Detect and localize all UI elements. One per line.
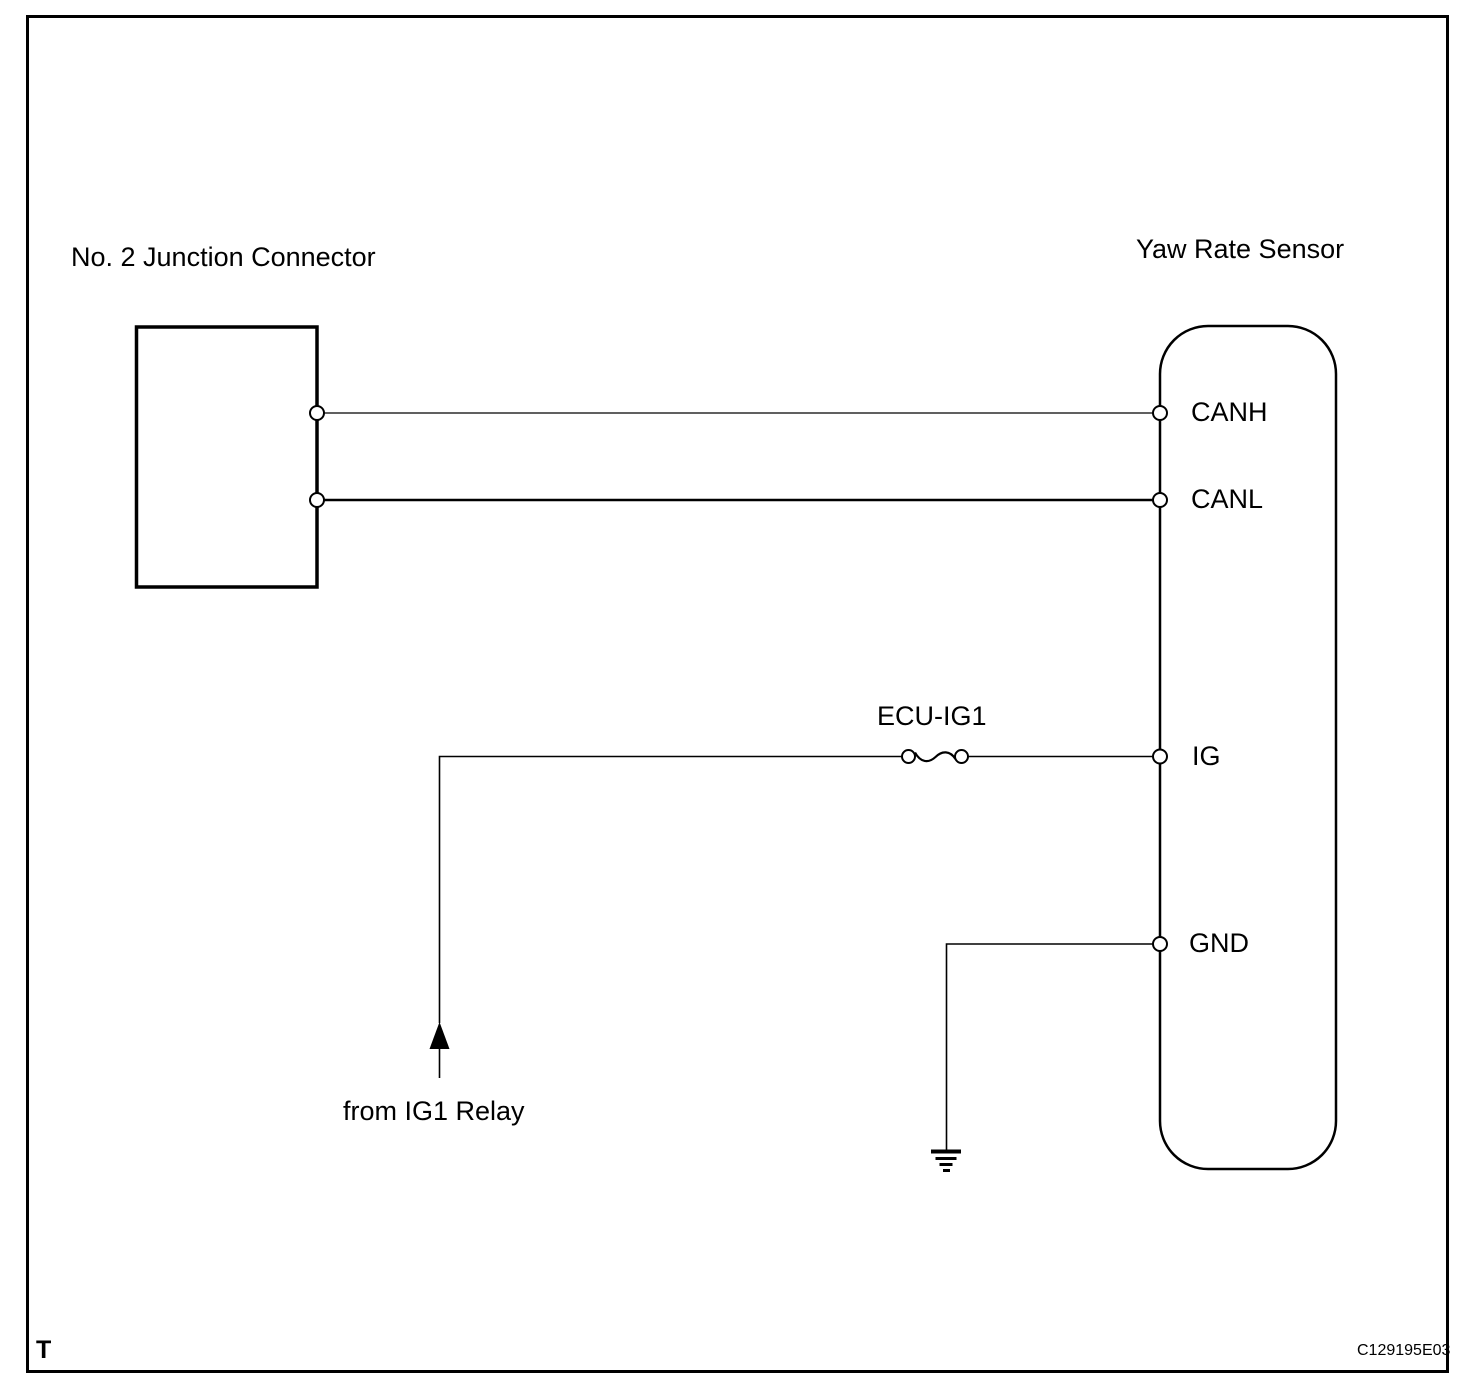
yaw-rate-sensor-box xyxy=(1158,324,1338,1171)
ig-power-feed-wire xyxy=(438,755,902,1023)
pin-label-canh: CANH xyxy=(1191,397,1268,427)
junction-pin-canl xyxy=(309,492,325,508)
pin-label-canl: CANL xyxy=(1191,484,1264,514)
fuse-terminal-left xyxy=(901,749,916,764)
pin-label-ig: IG xyxy=(1192,741,1221,771)
fuse-terminal-right xyxy=(954,749,969,764)
sensor-pin-gnd xyxy=(1152,936,1168,952)
fuse-label: ECU-IG1 xyxy=(877,701,987,731)
power-source-label: from IG1 Relay xyxy=(343,1096,525,1126)
up-arrow-icon xyxy=(429,1022,450,1049)
fuse-icon xyxy=(914,751,957,763)
junction-connector-label: No. 2 Junction Connector xyxy=(71,242,376,272)
yaw-rate-sensor-label: Yaw Rate Sensor xyxy=(1136,234,1345,264)
sensor-pin-ig xyxy=(1152,748,1168,765)
sensor-pin-canh xyxy=(1152,405,1168,421)
ground-icon xyxy=(931,1149,961,1172)
junction-connector-box xyxy=(134,325,319,589)
gnd-wire xyxy=(945,943,1160,1150)
sensor-pin-canl xyxy=(1152,492,1168,508)
pin-label-gnd: GND xyxy=(1189,928,1249,958)
page-marker: T xyxy=(36,1336,52,1364)
figure-code: C129195E03 xyxy=(1357,1342,1451,1359)
junction-pin-canh xyxy=(309,405,325,421)
